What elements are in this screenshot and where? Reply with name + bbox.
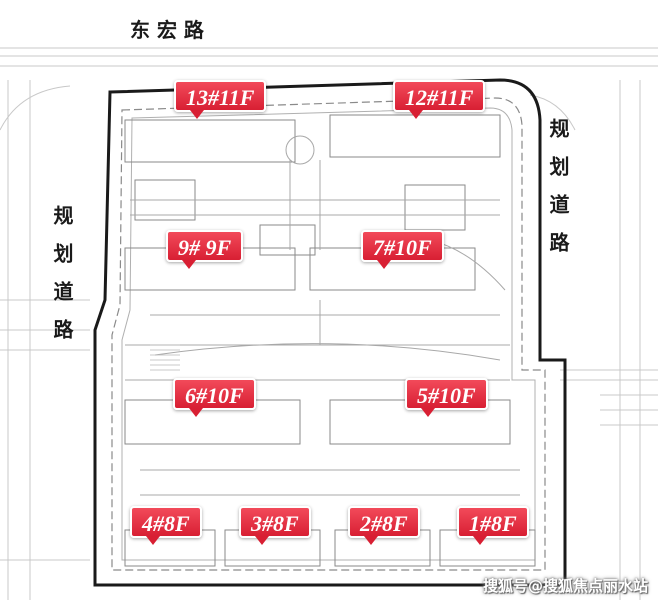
landscape-lines <box>125 135 520 496</box>
building-tag-4: 4#8F <box>130 506 202 545</box>
watermark-text: 搜狐号@搜狐焦点丽水站 <box>482 577 648 595</box>
building-tag-2: 2#8F <box>348 506 420 545</box>
building-tag-6: 6#10F <box>173 378 256 417</box>
road-label-west: 规划道路 <box>50 205 74 357</box>
building-tag-9: 9# 9F <box>166 230 244 269</box>
building-tag-1: 1#8F <box>457 506 529 545</box>
hatch-area <box>150 344 180 371</box>
building-tag-3: 3#8F <box>239 506 311 545</box>
building-tag-5: 5#10F <box>405 378 488 417</box>
building-footprints <box>124 114 536 567</box>
internal-road <box>111 97 546 571</box>
site-boundary <box>93 78 567 587</box>
road-label-east: 规划道路 <box>546 118 570 270</box>
internal-road-inner <box>121 107 536 561</box>
building-tag-12: 12#11F <box>393 80 486 119</box>
building-tag-13: 13#11F <box>174 80 267 119</box>
surrounding-cad-lines <box>0 47 658 600</box>
road-label-north-1: 东 宏 路 <box>130 18 204 42</box>
building-tag-7: 7#10F <box>361 230 444 269</box>
